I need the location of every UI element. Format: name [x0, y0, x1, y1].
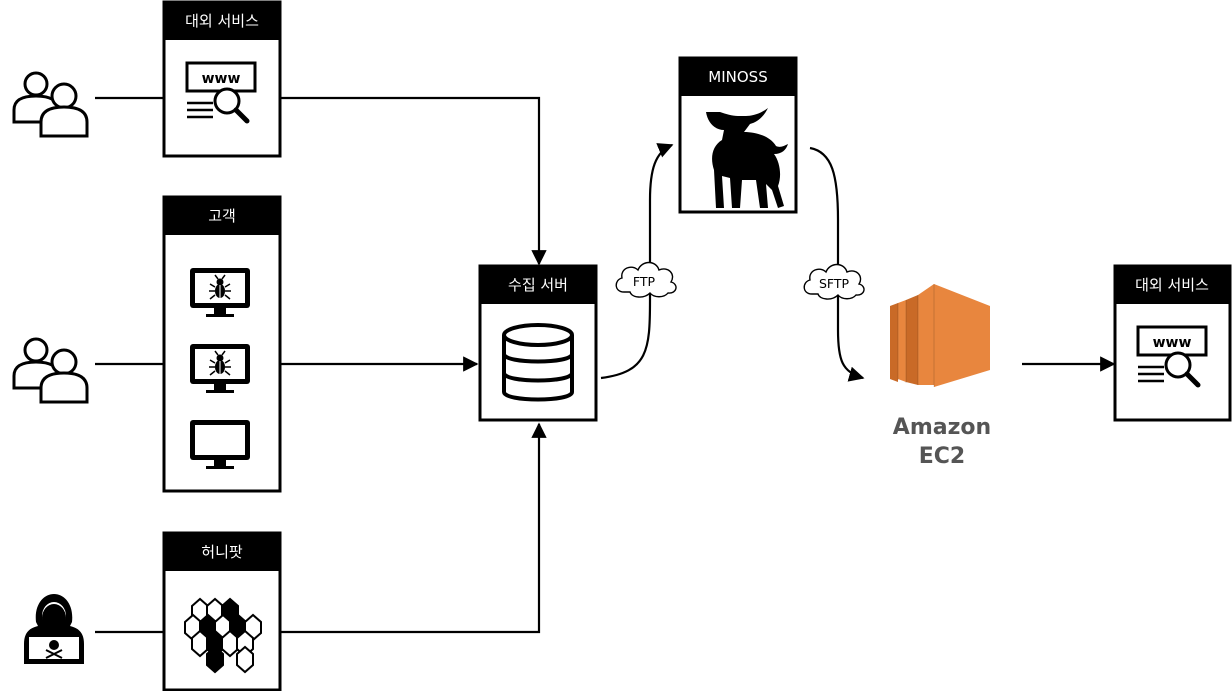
www-text: www [1153, 335, 1192, 351]
sftp-cloud-icon: SFTP [803, 263, 865, 300]
customer-node[interactable]: 고객 [162, 195, 282, 493]
customer-user-group-icon [12, 337, 89, 404]
external-service-right-label: 대외 서비스 [1135, 276, 1209, 294]
customer-label: 고객 [208, 207, 236, 225]
arrow-external-to-collector [280, 96, 547, 266]
honeycomb-icon [184, 597, 262, 674]
arrow-collector-to-minoss [600, 143, 674, 380]
external-service-left-node[interactable]: 대외 서비스 www [162, 0, 282, 158]
database-icon [502, 323, 574, 402]
arrow-minoss-to-ec2 [809, 146, 865, 382]
ec2-label-line1: Amazon [893, 415, 991, 440]
external-service-left-label: 대외 서비스 [185, 12, 259, 30]
connections [95, 96, 1116, 634]
hacker-icon [24, 594, 84, 664]
minoss-node[interactable]: MINOSS [678, 56, 798, 214]
collection-server-node[interactable]: 수집 서버 [478, 264, 598, 422]
bull-icon [706, 108, 788, 208]
ftp-cloud-icon: FTP [615, 261, 677, 298]
ec2-label-line2: EC2 [919, 444, 965, 469]
sftp-label: SFTP [819, 276, 850, 291]
honeypot-label: 허니팟 [201, 543, 243, 561]
browser-search-icon: www [187, 63, 255, 121]
minoss-label: MINOSS [708, 68, 767, 86]
ftp-label: FTP [633, 274, 656, 289]
www-text: www [202, 71, 241, 87]
browser-search-icon: www [1138, 327, 1206, 385]
amazon-ec2-node[interactable]: Amazon EC2 [890, 284, 991, 469]
honeypot-node[interactable]: 허니팟 [162, 531, 282, 691]
ec2-icon [890, 284, 990, 387]
arrow-honeypot-to-collector [280, 422, 547, 634]
user-group-icon [12, 71, 89, 138]
external-service-right-node[interactable]: 대외 서비스 www [1113, 264, 1232, 422]
collection-server-label: 수집 서버 [508, 276, 568, 294]
